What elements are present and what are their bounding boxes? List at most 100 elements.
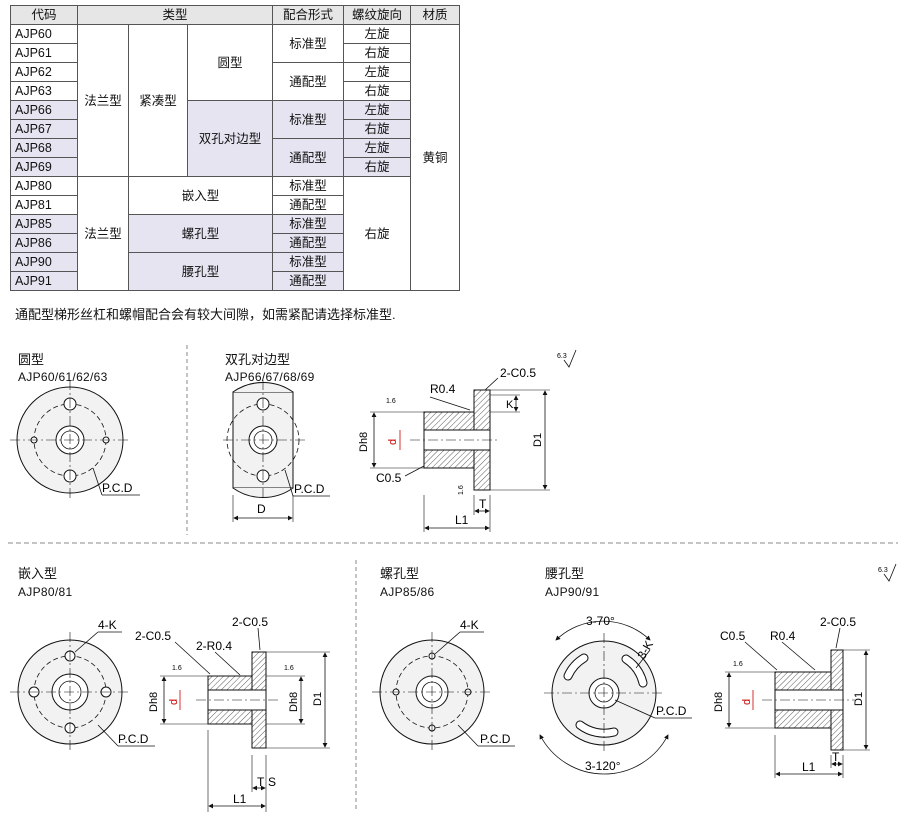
header-type: 类型 (77, 5, 273, 25)
code-cell: AJP66 (10, 100, 78, 120)
code-cell: AJP63 (10, 81, 78, 101)
screw-side-section (725, 627, 870, 778)
embed-codes: AJP80/81 (18, 585, 73, 599)
waist-codes: AJP90/91 (545, 585, 600, 599)
l1-label: L1 (455, 513, 469, 527)
waist-pcd-label: P.C.D (656, 704, 687, 718)
roughness-label: 1.6 (172, 665, 182, 672)
k-label: K (506, 399, 514, 411)
screw-d-label: d (741, 699, 753, 705)
thread-cell: 右旋 (343, 176, 411, 291)
fit-cell: 标准型 (272, 214, 344, 234)
screw-front-view (372, 631, 515, 752)
embed-s-label: S (268, 775, 276, 789)
screw-dh8-label: Dh8 (713, 692, 725, 712)
embed-4k-label: 4-K (98, 618, 117, 632)
fit-note: 通配型梯形丝杠和螺帽配合会有较大间隙，如需紧配请选择标准型. (15, 307, 396, 322)
c05-label: C0.5 (376, 471, 402, 485)
fit-cell: 标准型 (272, 176, 344, 196)
waist-front-view (539, 620, 692, 775)
double-d-label: D (257, 502, 266, 516)
fit-cell: 通配型 (272, 62, 344, 101)
code-cell: AJP91 (10, 271, 78, 291)
embed-r04x2-label: 2-R0.4 (196, 639, 232, 653)
screw-c05x2-label: 2-C0.5 (820, 615, 856, 629)
embed-c05x2b-label: 2-C0.5 (232, 615, 268, 629)
header-code: 代码 (10, 5, 78, 25)
embed-pcd-label: P.C.D (118, 732, 149, 746)
type-waist-hole: 腰孔型 (128, 252, 273, 291)
flange-side-section (370, 377, 550, 532)
type-round: 圆型 (187, 24, 273, 101)
round-codes: AJP60/61/62/63 (18, 370, 108, 384)
fit-cell: 通配型 (272, 271, 344, 291)
double-codes: AJP66/67/68/69 (225, 370, 315, 384)
round-front-view (10, 380, 140, 500)
screw-l1-label: L1 (802, 760, 816, 774)
roughness-label: 1.6 (733, 661, 743, 668)
screw-codes: AJP85/86 (380, 585, 435, 599)
type-compact: 紧凑型 (128, 24, 188, 177)
fit-cell: 标准型 (272, 252, 344, 272)
code-cell: AJP68 (10, 138, 78, 158)
double-hole-front-view (223, 380, 330, 522)
fit-cell: 标准型 (272, 100, 344, 139)
dh8-label: Dh8 (358, 432, 370, 452)
type-screw-hole: 螺孔型 (128, 214, 273, 253)
code-cell: AJP67 (10, 119, 78, 139)
roughness-icon (883, 563, 897, 582)
thread-cell: 右旋 (343, 119, 411, 139)
roughness-label: 1.6 (458, 485, 465, 495)
code-cell: AJP69 (10, 157, 78, 177)
code-cell: AJP62 (10, 62, 78, 82)
waist-title: 腰孔型 (545, 566, 585, 581)
d-small-label: d (387, 439, 399, 445)
double-pcd-label: P.C.D (294, 482, 325, 496)
roughness-icon (563, 349, 577, 368)
embed-title: 嵌入型 (18, 566, 58, 581)
roughness-label: 6.3 (878, 567, 888, 574)
thread-cell: 左旋 (343, 138, 411, 158)
thread-cell: 右旋 (343, 43, 411, 63)
screw-title: 螺孔型 (380, 566, 420, 581)
fit-cell: 标准型 (272, 24, 344, 63)
d1-label: D1 (532, 433, 544, 447)
screw-4k-label: 4-K (460, 618, 479, 632)
double-title: 双孔对边型 (225, 352, 291, 367)
roughness-label: 1.6 (284, 665, 294, 672)
round-title: 圆型 (18, 352, 45, 367)
screw-pcd-label: P.C.D (480, 732, 511, 746)
type-flange: 法兰型 (77, 176, 129, 291)
embed-c05x2-label: 2-C0.5 (135, 629, 171, 643)
waist-angle120-label: 3-120° (585, 759, 621, 773)
header-material: 材质 (410, 5, 460, 25)
code-cell: AJP85 (10, 214, 78, 234)
roughness-label: 6.3 (557, 353, 567, 360)
t-label: T (479, 497, 487, 511)
thread-cell: 右旋 (343, 157, 411, 177)
fit-cell: 通配型 (272, 138, 344, 177)
round-pcd-label: P.C.D (102, 481, 133, 495)
embed-side-section (160, 627, 330, 812)
thread-cell: 左旋 (343, 100, 411, 120)
material-cell: 黄铜 (410, 24, 460, 291)
spec-table: 代码 类型 配合形式 螺纹旋向 材质 AJP60 法兰型 紧凑型 圆型 标准型 … (10, 5, 460, 291)
type-flange: 法兰型 (77, 24, 129, 177)
embed-d-label: d (168, 699, 180, 705)
c05x2-label: 2-C0.5 (500, 366, 536, 380)
embed-dh8-right-label: Dh8 (288, 692, 300, 712)
screw-r04-label: R0.4 (770, 629, 796, 643)
embed-t-label: T (257, 775, 265, 789)
header-fit: 配合形式 (272, 5, 344, 25)
waist-angle70-label: 3-70° (586, 614, 615, 628)
screw-c05-label: C0.5 (720, 629, 746, 643)
code-cell: AJP81 (10, 195, 78, 215)
thread-cell: 右旋 (343, 81, 411, 101)
embed-d1-label: D1 (312, 692, 324, 706)
roughness-label: 1.6 (386, 398, 396, 405)
screw-t-label: T (832, 750, 840, 764)
embed-front-view (10, 631, 155, 752)
embed-dh8-label: Dh8 (148, 692, 160, 712)
r04-label: R0.4 (430, 382, 456, 396)
